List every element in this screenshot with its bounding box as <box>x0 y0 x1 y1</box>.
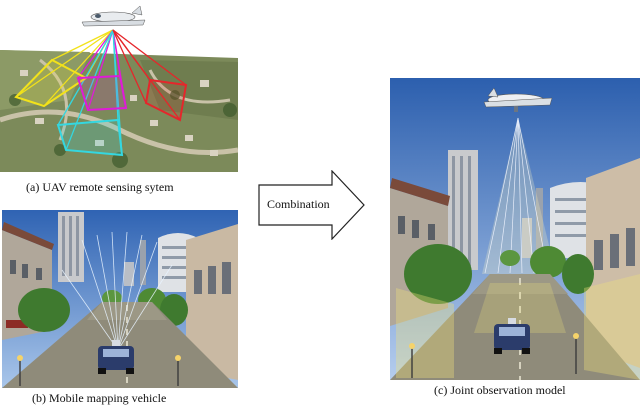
caption-joint-observation-model: (c) Joint observation model <box>434 383 566 397</box>
combination-arrow: Combination <box>258 170 366 240</box>
uav-aircraft-icon <box>483 87 553 112</box>
mapping-vehicle-icon <box>98 340 134 374</box>
mobile-mapping-vehicle-image <box>2 210 238 388</box>
joint-observation-model-image <box>390 78 640 380</box>
uav-aircraft-icon <box>81 5 146 27</box>
mapping-vehicle-icon <box>494 318 530 354</box>
uav-remote-sensing-image <box>0 0 238 172</box>
caption-mobile-mapping-vehicle: (b) Mobile mapping vehicle <box>32 391 167 405</box>
caption-uav-remote-sensing: (a) UAV remote sensing sytem <box>26 180 174 194</box>
combination-label: Combination <box>267 197 330 211</box>
